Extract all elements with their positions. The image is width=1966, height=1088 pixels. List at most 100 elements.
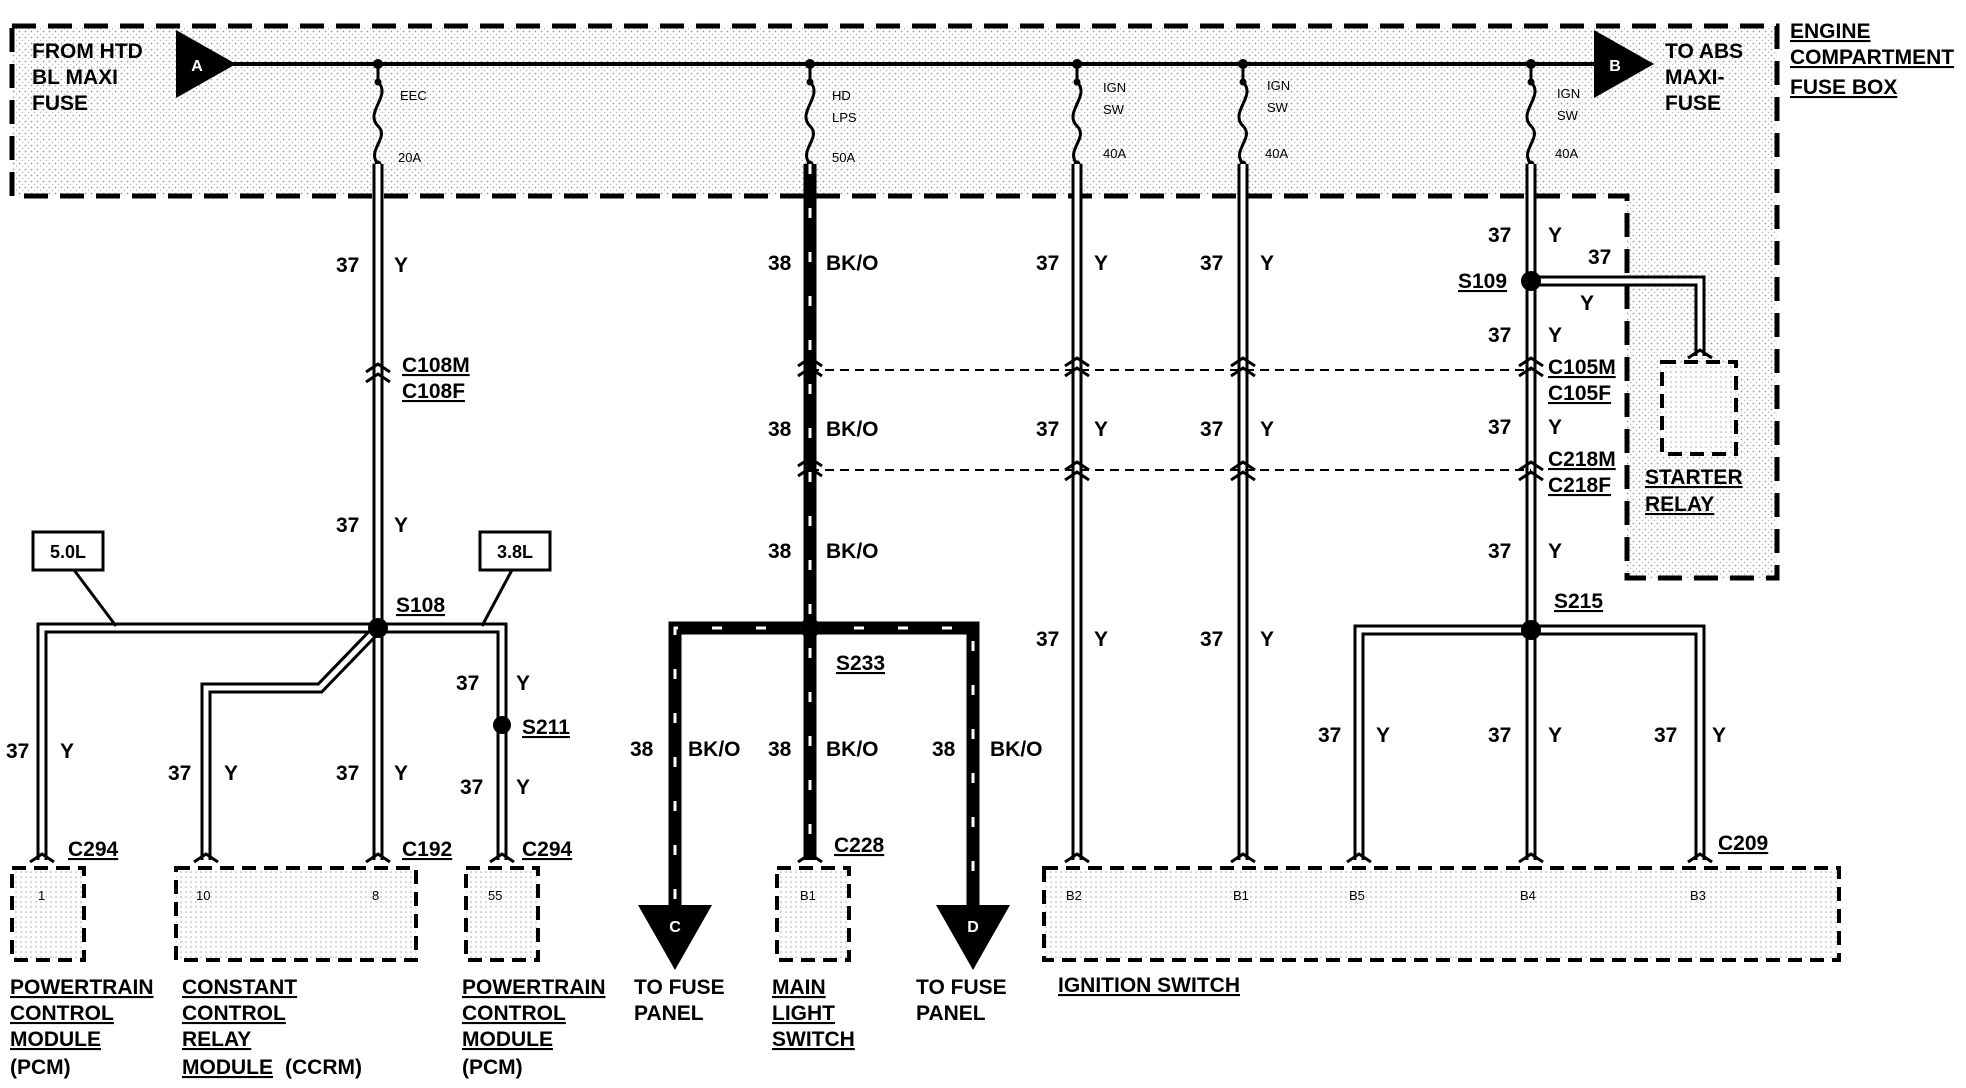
svg-text:37: 37	[1488, 416, 1511, 439]
svg-text:FUSE: FUSE	[1665, 92, 1721, 115]
svg-text:TO FUSE: TO FUSE	[634, 976, 725, 999]
svg-text:POWERTRAIN: POWERTRAIN	[462, 976, 606, 999]
svg-text:37: 37	[1588, 246, 1611, 269]
svg-text:37: 37	[1036, 628, 1059, 651]
svg-text:38: 38	[768, 252, 792, 275]
svg-text:C218M: C218M	[1548, 448, 1616, 471]
svg-text:Y: Y	[1260, 418, 1274, 441]
svg-text:37: 37	[1488, 324, 1511, 347]
svg-text:Y: Y	[1260, 252, 1274, 275]
svg-text:B4: B4	[1520, 888, 1536, 903]
svg-text:C105F: C105F	[1548, 382, 1611, 405]
svg-text:PANEL: PANEL	[916, 1002, 986, 1025]
svg-text:5.0L: 5.0L	[50, 542, 86, 562]
svg-text:Y: Y	[516, 672, 530, 695]
marker-a: A	[176, 30, 236, 98]
svg-text:S215: S215	[1554, 590, 1603, 613]
svg-text:Y: Y	[394, 762, 408, 785]
svg-text:C108F: C108F	[402, 380, 465, 403]
svg-text:A: A	[191, 58, 203, 75]
wire-37-ign-b3	[1531, 624, 1706, 860]
svg-text:B: B	[1609, 58, 1621, 75]
svg-text:Y: Y	[1548, 224, 1562, 247]
svg-text:1: 1	[38, 888, 45, 903]
svg-text:BL MAXI: BL MAXI	[32, 66, 118, 89]
svg-text:Y: Y	[1548, 324, 1562, 347]
svg-text:37: 37	[1200, 418, 1223, 441]
svg-text:LPS: LPS	[832, 110, 857, 125]
component-label-to-fuse-c: TO FUSE PANEL	[634, 976, 725, 1025]
svg-text:Y: Y	[1580, 292, 1594, 315]
svg-text:Y: Y	[1548, 416, 1562, 439]
svg-text:37: 37	[1318, 724, 1341, 747]
svg-text:B5: B5	[1349, 888, 1365, 903]
svg-text:CONTROL: CONTROL	[462, 1002, 566, 1025]
component-label-main-light: MAIN LIGHT SWITCH	[772, 976, 855, 1051]
svg-text:D: D	[967, 919, 979, 936]
svg-text:37: 37	[1488, 540, 1511, 563]
svg-text:10: 10	[196, 888, 210, 903]
component-label-pcm-left: POWERTRAIN CONTROL MODULE (PCM)	[10, 976, 154, 1079]
svg-text:CONTROL: CONTROL	[182, 1002, 286, 1025]
svg-text:BK/O: BK/O	[826, 418, 879, 441]
svg-text:37: 37	[336, 514, 359, 537]
svg-text:FUSE: FUSE	[32, 92, 88, 115]
svg-text:C294: C294	[68, 838, 119, 861]
option-5-0l: 5.0L	[31, 530, 118, 627]
svg-text:S211: S211	[522, 716, 570, 739]
svg-text:MODULE: MODULE	[10, 1028, 101, 1051]
svg-text:C209: C209	[1718, 832, 1768, 855]
svg-text:TO FUSE: TO FUSE	[916, 976, 1007, 999]
svg-text:Y: Y	[1376, 724, 1390, 747]
component-label-pcm-right: POWERTRAIN CONTROL MODULE (PCM)	[462, 976, 606, 1079]
svg-text:37: 37	[168, 762, 191, 785]
marker-c: C	[638, 905, 712, 970]
svg-text:C108M: C108M	[402, 354, 470, 377]
svg-text:TO ABS: TO ABS	[1665, 40, 1743, 63]
svg-text:MAXI-: MAXI-	[1665, 66, 1725, 89]
svg-text:37: 37	[456, 672, 479, 695]
svg-text:Y: Y	[1548, 724, 1562, 747]
marker-d: D	[936, 905, 1010, 970]
svg-text:FROM HTD: FROM HTD	[32, 40, 143, 63]
fuse-ign-sw-2: IGN SW 40A	[1237, 59, 1290, 168]
option-3-8l: 3.8L	[478, 530, 552, 627]
svg-text:BK/O: BK/O	[990, 738, 1043, 761]
svg-text:37: 37	[336, 254, 359, 277]
svg-text:MODULE: MODULE	[462, 1028, 553, 1051]
svg-text:37: 37	[1488, 224, 1511, 247]
svg-text:Y: Y	[516, 776, 530, 799]
svg-text:STARTER: STARTER	[1645, 466, 1743, 489]
svg-text:40A: 40A	[1103, 146, 1126, 161]
svg-text:PANEL: PANEL	[634, 1002, 704, 1025]
svg-text:S233: S233	[836, 652, 885, 675]
svg-text:BK/O: BK/O	[826, 252, 879, 275]
svg-text:B3: B3	[1690, 888, 1706, 903]
pcm-left-box: 1	[10, 866, 86, 962]
svg-text:38: 38	[768, 418, 792, 441]
svg-text:LIGHT: LIGHT	[772, 1002, 835, 1025]
ignition-switch-box: B2 B1 B5 B4 B3	[1042, 866, 1841, 962]
svg-text:CONTROL: CONTROL	[10, 1002, 114, 1025]
svg-text:B2: B2	[1066, 888, 1082, 903]
svg-text:B1: B1	[1233, 888, 1249, 903]
svg-text:37: 37	[1488, 724, 1511, 747]
wire-37-starter	[1531, 275, 1706, 356]
splice-dots	[368, 271, 1541, 734]
starter-relay: STARTER RELAY	[1645, 360, 1743, 516]
svg-text:RELAY: RELAY	[182, 1028, 251, 1051]
svg-text:37: 37	[1200, 252, 1223, 275]
svg-text:Y: Y	[60, 740, 74, 763]
svg-text:Y: Y	[1094, 252, 1108, 275]
svg-text:POWERTRAIN: POWERTRAIN	[10, 976, 154, 999]
svg-text:SW: SW	[1103, 102, 1125, 117]
svg-text:3.8L: 3.8L	[497, 542, 533, 562]
wire-37-pcm-right	[378, 622, 508, 860]
svg-text:IGN: IGN	[1267, 78, 1290, 93]
component-label-ccrm: CONSTANT CONTROL RELAY MODULE (CCRM)	[182, 976, 362, 1079]
svg-text:38: 38	[768, 540, 792, 563]
svg-text:38: 38	[630, 738, 654, 761]
svg-text:Y: Y	[394, 254, 408, 277]
marker-b: B	[1594, 30, 1654, 98]
svg-text:SWITCH: SWITCH	[772, 1028, 855, 1051]
